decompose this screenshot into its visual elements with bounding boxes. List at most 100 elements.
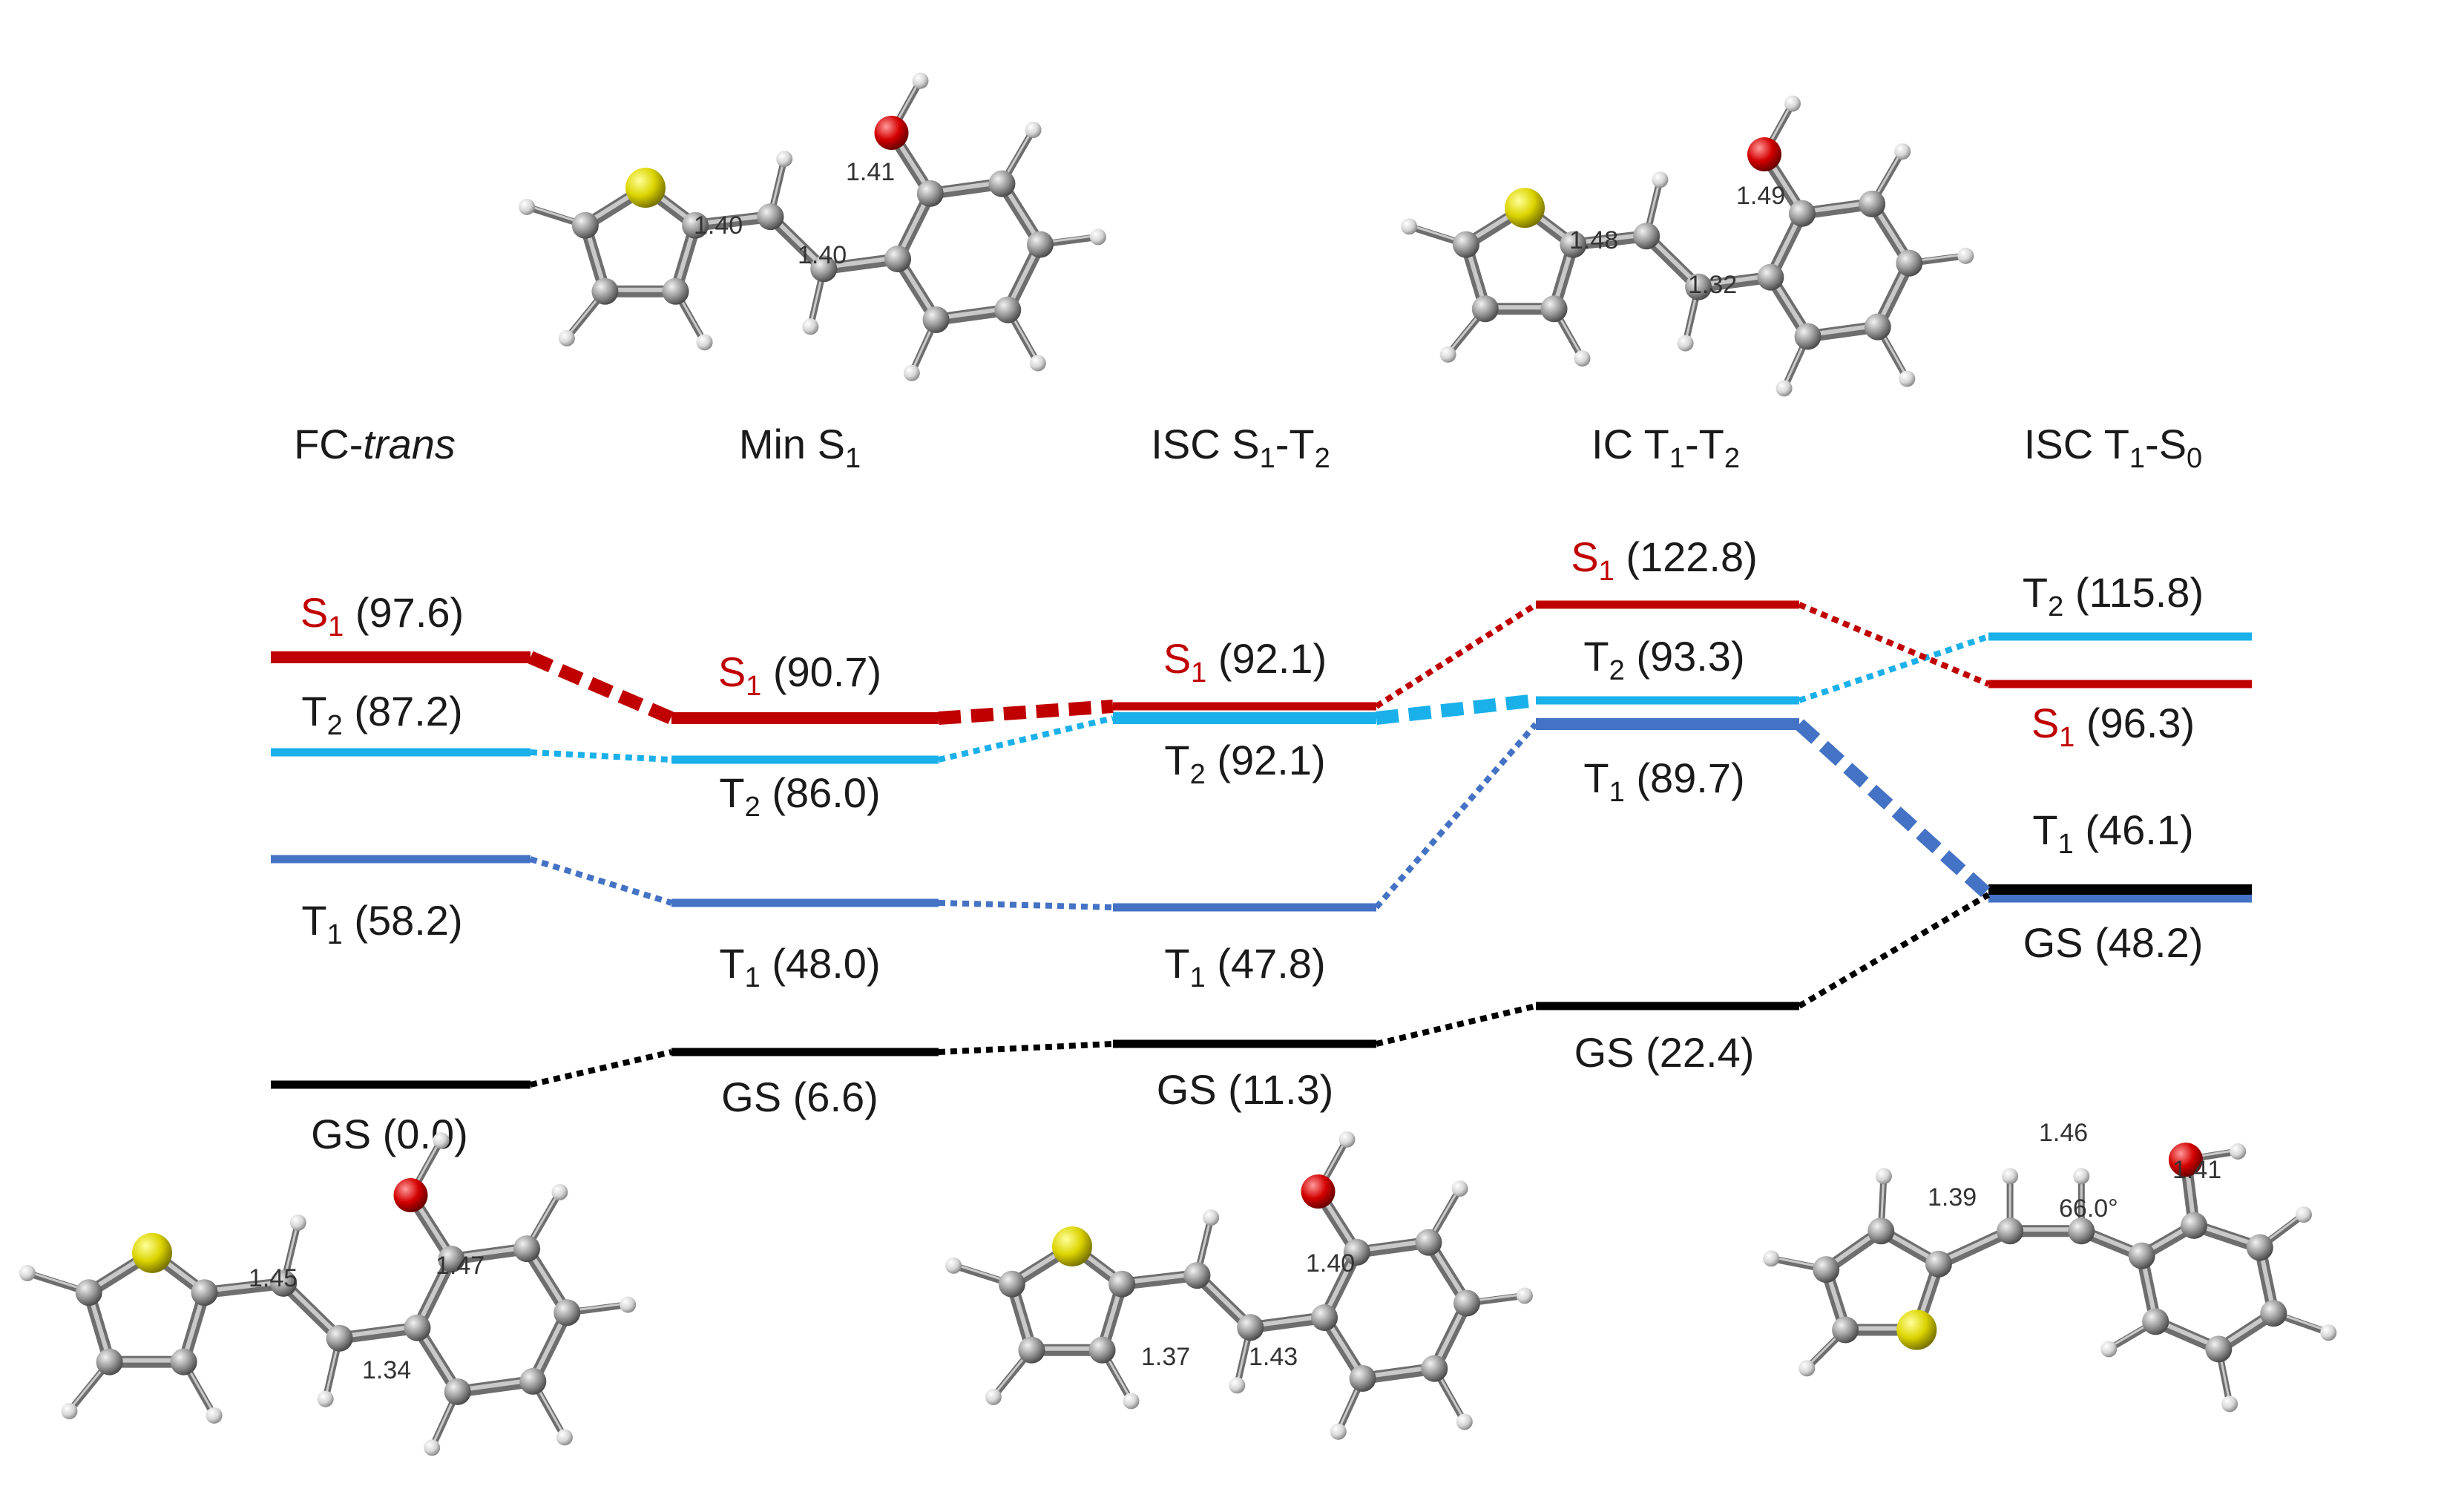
hydrogen-atom: [1401, 218, 1418, 235]
oxygen-atom: [1747, 137, 1781, 171]
label-t1-isc-t1s0: T1 (46.1): [2032, 806, 2193, 860]
connector-s1-4: [1798, 602, 1990, 687]
hydrogen-atom: [1338, 1131, 1356, 1148]
carbon-atom: [1864, 313, 1891, 341]
carbon-atom: [1685, 273, 1712, 300]
hydrogen-atom: [519, 198, 536, 215]
header-min-s1: Min S1: [739, 421, 861, 474]
bond-labels: 1.40 1.40 1.41 1.48 1.32 1.49 1.45 1.34 …: [249, 158, 2221, 1384]
hydrogen-atom: [1677, 335, 1694, 352]
hydrogen-atom: [696, 334, 713, 351]
hydrogen-atom: [433, 1132, 450, 1149]
molecule-ic-t1t2: [1401, 95, 1974, 397]
carbon-atom: [2128, 1242, 2155, 1269]
header-fc-trans: FC-trans: [294, 421, 456, 467]
hydrogen-atom: [1123, 1393, 1140, 1410]
hydrogen-atom: [1784, 95, 1801, 112]
carbon-atom: [591, 277, 619, 305]
carbon-atom: [270, 1269, 298, 1297]
carbon-atom: [1471, 295, 1499, 323]
label-gs-mins1: GS (6.6): [721, 1074, 878, 1120]
connector-t2-1: [530, 749, 672, 763]
carbon-atom: [1018, 1336, 1045, 1364]
carbon-atom: [1813, 1256, 1840, 1283]
molecule-structures: [19, 72, 2337, 1456]
carbon-atom: [2205, 1335, 2233, 1363]
label-t1-isc-s1t2: T1 (47.8): [1164, 940, 1325, 993]
hydrogen-atom: [206, 1407, 223, 1424]
carbon-atom: [1349, 1364, 1376, 1392]
hydrogen-atom: [1574, 350, 1591, 367]
hydrogen-atom: [1798, 1360, 1816, 1377]
bond-label-ic-1: 1.48: [1569, 226, 1618, 254]
dihedral-label-isc-t1s0: 66.0°: [2059, 1194, 2118, 1223]
hydrogen-atom: [1899, 370, 1916, 387]
connector-gs-3: [1376, 1003, 1537, 1047]
carbon-atom: [1997, 1217, 2024, 1245]
carbon-atom: [1859, 190, 1886, 217]
carbon-atom: [994, 296, 1022, 323]
connector-t1-2: [938, 900, 1114, 910]
carbon-atom: [1108, 1270, 1136, 1298]
hydrogen-atom: [776, 151, 793, 168]
hydrogen-atom: [2002, 1168, 2019, 1185]
column-headers: FC-trans Min S1 ISC S1-T2 IC T1-T2 ISC T…: [294, 421, 2202, 474]
hydrogen-atom: [1439, 346, 1456, 363]
connector-t1-3: [1373, 722, 1539, 910]
bond-label-isc-t1s0-2: 1.46: [2039, 1119, 2088, 1147]
carbon-atom: [1026, 231, 1054, 258]
carbon-atom: [571, 211, 599, 239]
connector-s1-3: [1374, 602, 1538, 709]
carbon-atom: [1183, 1262, 1211, 1289]
molecule-min-s1: [519, 72, 1106, 381]
carbon-atom: [682, 211, 709, 239]
carbon-atom: [170, 1348, 197, 1375]
sulfur-atom: [1052, 1226, 1092, 1267]
carbon-atom: [2181, 1212, 2207, 1239]
bond-label-isc-s1t2-3: 1.40: [1306, 1249, 1355, 1278]
carbon-atom: [810, 255, 838, 283]
hydrogen-atom: [1029, 355, 1046, 372]
label-t2-ic-t1t2: T2 (93.3): [1583, 633, 1744, 686]
connector-s1-2: [938, 700, 1114, 725]
carbon-atom: [1788, 200, 1816, 227]
hydrogen-atom: [1025, 122, 1042, 139]
molecule-isc-s1t2: [945, 1131, 1533, 1440]
carbon-atom: [1868, 1217, 1895, 1245]
connector-t1-4: [1794, 719, 1994, 900]
carbon-atom: [2142, 1308, 2169, 1335]
label-t2-isc-s1t2: T2 (92.1): [1164, 737, 1325, 790]
carbon-atom: [1343, 1238, 1370, 1266]
carbon-atom: [444, 1378, 471, 1405]
carbon-atom: [326, 1324, 353, 1352]
connector-t2-2: [938, 715, 1114, 763]
label-gs-isc-s1t2: GS (11.3): [1157, 1066, 1334, 1113]
carbon-atom: [1540, 295, 1568, 323]
hydrogen-atom: [19, 1264, 36, 1281]
label-gs-isc-t1s0: GS (48.2): [2023, 919, 2204, 966]
label-s1-ic-t1t2: S1 (122.8): [1571, 533, 1758, 587]
hydrogen-atom: [317, 1390, 334, 1407]
connector-gs-4: [1797, 892, 1991, 1009]
hydrogen-atom: [802, 318, 819, 335]
label-t2-mins1: T2 (86.0): [719, 769, 880, 823]
label-t1-ic-t1t2: T1 (89.7): [1583, 755, 1744, 808]
carbon-atom: [513, 1235, 541, 1263]
hydrogen-atom: [1775, 380, 1793, 397]
carbon-atom: [1633, 223, 1660, 250]
carbon-atom: [1452, 231, 1479, 258]
carbon-atom: [1415, 1229, 1442, 1256]
carbon-atom: [75, 1279, 102, 1306]
bond-label-ic-2: 1.32: [1688, 271, 1737, 299]
label-t1-fc: T1 (58.2): [301, 897, 462, 950]
hydrogen-atom: [1516, 1287, 1533, 1304]
label-t2-isc-t1s0: T2 (115.8): [2023, 569, 2204, 622]
carbon-atom: [1421, 1355, 1448, 1382]
hydrogen-atom: [2296, 1206, 2312, 1223]
level-labels: S1 (97.6) T2 (87.2) T1 (58.2) GS (0.0) S…: [300, 533, 2204, 1157]
connector-gs-2: [938, 1041, 1114, 1055]
bond-label-fc-2: 1.34: [362, 1356, 411, 1384]
sulfur-atom: [132, 1232, 172, 1273]
carbon-atom: [884, 246, 912, 273]
oxygen-atom: [393, 1178, 428, 1212]
